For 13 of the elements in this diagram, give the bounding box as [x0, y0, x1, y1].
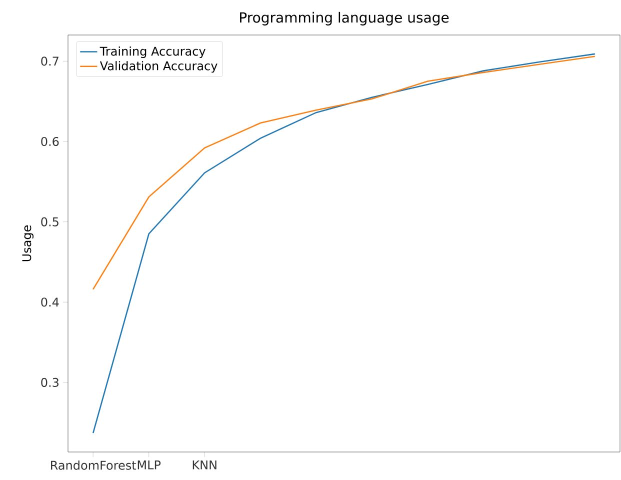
y-tick-label: 0.6 [41, 136, 59, 146]
legend-label: Validation Accuracy [100, 61, 218, 73]
x-tick-label: KNN [192, 460, 216, 470]
y-tick-label: 0.7 [41, 56, 58, 66]
x-tick-label: MLP [138, 460, 161, 470]
legend-label: Training Accuracy [100, 46, 206, 58]
y-tick-label: 0.4 [41, 298, 59, 307]
line-chart: RandomForestMLP KNN 0.3 0.4 0.5 0.6 0.7 Usage Programming language usage Training Accuracy Validation Accuracy [22, 12, 620, 470]
y-axis-title: Usage [22, 225, 34, 262]
y-tick-label: 0.5 [41, 217, 58, 226]
chart-title: Programming language usage [240, 12, 449, 26]
x-tick-label: RandomForest [51, 460, 136, 470]
y-tick-label: 0.3 [41, 378, 58, 387]
